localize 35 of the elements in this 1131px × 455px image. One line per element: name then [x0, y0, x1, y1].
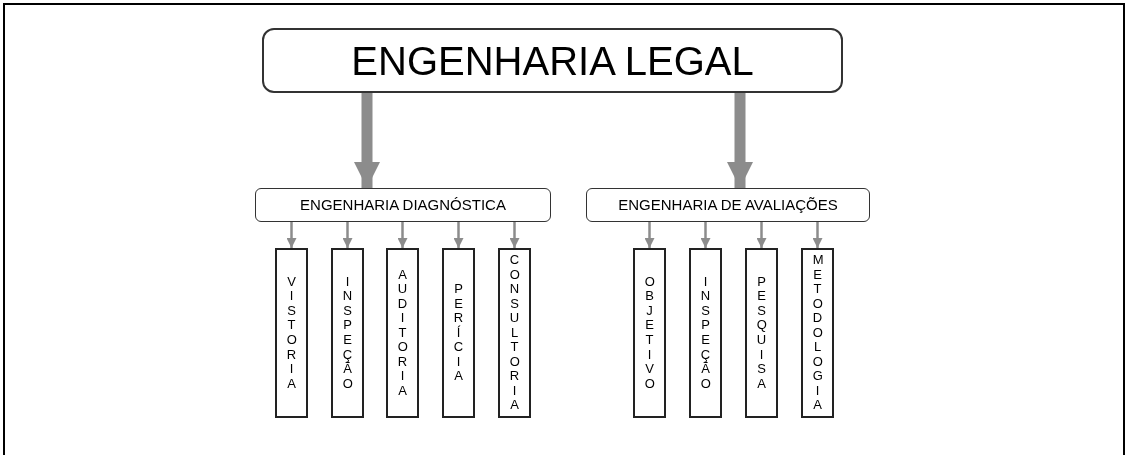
- arrow: [397, 222, 408, 248]
- vertical-label: INSPEÇÃO: [700, 274, 711, 392]
- vertical-label: VISTORIA: [286, 274, 297, 392]
- vertical-label: INSPEÇÃO: [342, 274, 353, 392]
- vertical-label: OBJETIVO: [644, 274, 655, 392]
- process-box: [386, 248, 419, 418]
- title-box: [262, 28, 843, 93]
- arrow: [342, 222, 353, 248]
- process-box: [633, 248, 666, 418]
- category-label: ENGENHARIA DIAGNÓSTICA: [300, 194, 506, 215]
- arrow: [644, 222, 655, 248]
- arrow: [509, 222, 520, 248]
- process-box: [275, 248, 308, 418]
- process-box: [442, 248, 475, 418]
- process-box: [745, 248, 778, 418]
- process-box: [331, 248, 364, 418]
- category-box: [255, 188, 551, 222]
- vertical-label: PESQUISA: [756, 274, 767, 392]
- arrow: [453, 222, 464, 248]
- arrow: [286, 222, 297, 248]
- arrow: [354, 93, 380, 188]
- vertical-label: PERÍCIA: [453, 282, 464, 384]
- arrow: [727, 93, 753, 188]
- process-box: [689, 248, 722, 418]
- category-box: [586, 188, 870, 222]
- title-text: ENGENHARIA LEGAL: [351, 37, 754, 85]
- process-box: [498, 248, 531, 418]
- category-label: ENGENHARIA DE AVALIAÇÕES: [618, 194, 838, 215]
- vertical-label: AUDITORIA: [397, 267, 408, 399]
- vertical-label: CONSULTORIA: [509, 253, 520, 413]
- arrow: [700, 222, 711, 248]
- arrow: [756, 222, 767, 248]
- process-box: [801, 248, 834, 418]
- arrow: [812, 222, 823, 248]
- vertical-label: METODOLOGIA: [812, 253, 823, 413]
